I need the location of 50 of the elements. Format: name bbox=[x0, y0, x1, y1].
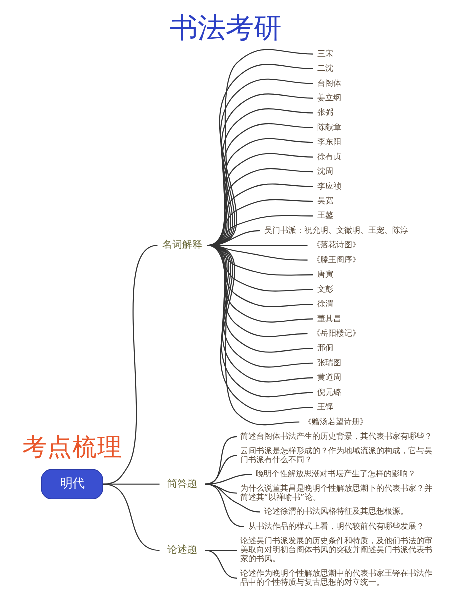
node-text: 论述徐渭的书法风格特征及其思想根源。 bbox=[264, 506, 408, 516]
connector bbox=[204, 436, 237, 485]
node-text: 黄道周 bbox=[317, 372, 342, 382]
connector bbox=[205, 455, 237, 485]
node-text: 简答题 bbox=[167, 478, 198, 490]
node-text: 为什么说董其昌是晚明个性解放思潮下的代表书家？并简述其“以禅喻书”论。 bbox=[240, 482, 432, 502]
node-text: 王鏊 bbox=[317, 210, 334, 220]
node-text: 二沈 bbox=[317, 63, 334, 74]
connector bbox=[205, 550, 237, 579]
connector bbox=[207, 245, 313, 292]
connector bbox=[204, 484, 244, 528]
node-text: 邢侗 bbox=[317, 342, 334, 353]
node-text: 张瑞图 bbox=[317, 357, 342, 368]
node-text: 陈献章 bbox=[317, 122, 342, 132]
node-text: 晚明个性解放思潮对书坛产生了怎样的影响？ bbox=[256, 468, 416, 479]
node-text: 董其昌 bbox=[317, 313, 342, 324]
node-text: 沈周 bbox=[317, 166, 334, 176]
node-text: 三宋 bbox=[317, 48, 334, 58]
node-text: 吴门书派：祝允明、文徵明、王宠、陈淳 bbox=[264, 224, 408, 235]
node-text: 文彭 bbox=[317, 284, 334, 294]
node-text: 台阁体 bbox=[317, 78, 342, 88]
node-text: 论述作为晚明个性解放思潮中的代表书家王铎在书法作品中的个性特质与复古思想的对立统一。 bbox=[240, 568, 432, 587]
node-text: 云间书派是怎样形成的？作为地域流派的构成，它与吴门书派有什么不同？ bbox=[240, 445, 432, 464]
node-text: 《赠汤若望诗册》 bbox=[304, 416, 368, 426]
node-text: 名词解释 bbox=[162, 240, 202, 252]
node-text: 从书法作品的样式上看，明代较前代有哪些发展？ bbox=[248, 520, 424, 531]
connector bbox=[102, 245, 158, 485]
node-text: 《岳阳楼记》 bbox=[312, 328, 360, 338]
node-text: 《滕王阁序》 bbox=[312, 254, 360, 264]
connector bbox=[205, 550, 237, 552]
node-text: 唐寅 bbox=[317, 269, 334, 280]
node-text: 徐有贞 bbox=[317, 151, 342, 162]
node-text: 张弼 bbox=[317, 107, 334, 118]
node-text: 倪元璐 bbox=[317, 386, 342, 397]
node-box: 明代 bbox=[40, 469, 103, 500]
node-text: 《落花诗图》 bbox=[312, 240, 360, 250]
connector bbox=[207, 245, 313, 308]
node-text: 徐渭 bbox=[317, 298, 334, 309]
connector bbox=[207, 245, 313, 323]
diagram-title: 书法考研 bbox=[170, 11, 282, 44]
node-text: 吴宽 bbox=[317, 196, 334, 206]
node-text: 姜立纲 bbox=[317, 92, 342, 102]
node-text: 李应祯 bbox=[317, 180, 342, 191]
connector bbox=[102, 484, 160, 552]
node-text: 论述题 bbox=[167, 545, 198, 556]
node-text: 王铎 bbox=[317, 402, 334, 412]
label: 考点梳理 bbox=[22, 432, 122, 462]
node-text: 李东阳 bbox=[317, 136, 342, 147]
node-text: 论述吴门书派发展的历史条件和特质，及他们书法的审美取向对明初台阁体书风的突破并阐述吴门书派代表书家的书风。 bbox=[240, 536, 432, 564]
node-text: 简述台阁体书法产生的历史背景，其代表书家有哪些？ bbox=[240, 431, 432, 441]
